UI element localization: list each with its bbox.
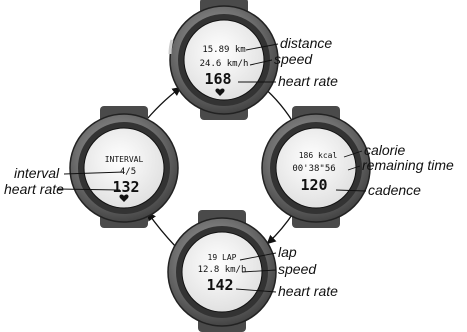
leader-lines [57,43,367,293]
label-calorie: calorie [364,142,405,158]
label-heart-rate: heart rate [278,73,338,89]
screen-line-3: 132 [112,178,139,196]
cycle-arrow [146,211,177,248]
watch-right: 186 kcal 00'38"56 120 [261,106,371,228]
label-speed: speed [274,51,313,67]
screen-line-2: 4/5 [120,167,136,177]
watch-bottom: 19 LAP 12.8 km/h 142 [167,210,277,332]
watch-lens [183,19,265,101]
watch-left: INTERVAL 4/5 132 [69,106,179,228]
heart-icon [215,88,225,96]
screen-line-2: 12.8 km/h [198,265,247,275]
screen-line-1: 186 kcal [299,151,338,160]
label-interval: interval [14,165,60,181]
bezel-button [168,39,174,55]
watch-lens [83,127,165,209]
screen-line-3: 142 [206,276,233,294]
label-speed: speed [278,261,317,277]
screen-line-1: 19 LAP [208,253,237,262]
screen-line-2: 00'38"56 [292,164,335,174]
watch-top: 15.89 km 24.6 km/h 168 [168,0,279,120]
screen-line-3: 168 [204,70,231,88]
label-heart-rate: heart rate [4,181,64,197]
screen-line-1: 15.89 km [202,45,245,55]
screen-line-3: 120 [300,176,327,194]
screen-line-2: 24.6 km/h [200,59,249,69]
label-distance: distance [280,35,332,51]
label-remaining-time: remaining time [362,157,454,173]
label-heart-rate: heart rate [278,283,338,299]
watch-lens [275,127,357,209]
heart-icon [119,194,129,202]
watch-lens [181,231,263,313]
screen-line-1: INTERVAL [105,155,144,164]
label-lap: lap [278,244,297,260]
cycle-arrow [266,211,295,245]
label-cadence: cadence [368,182,421,198]
